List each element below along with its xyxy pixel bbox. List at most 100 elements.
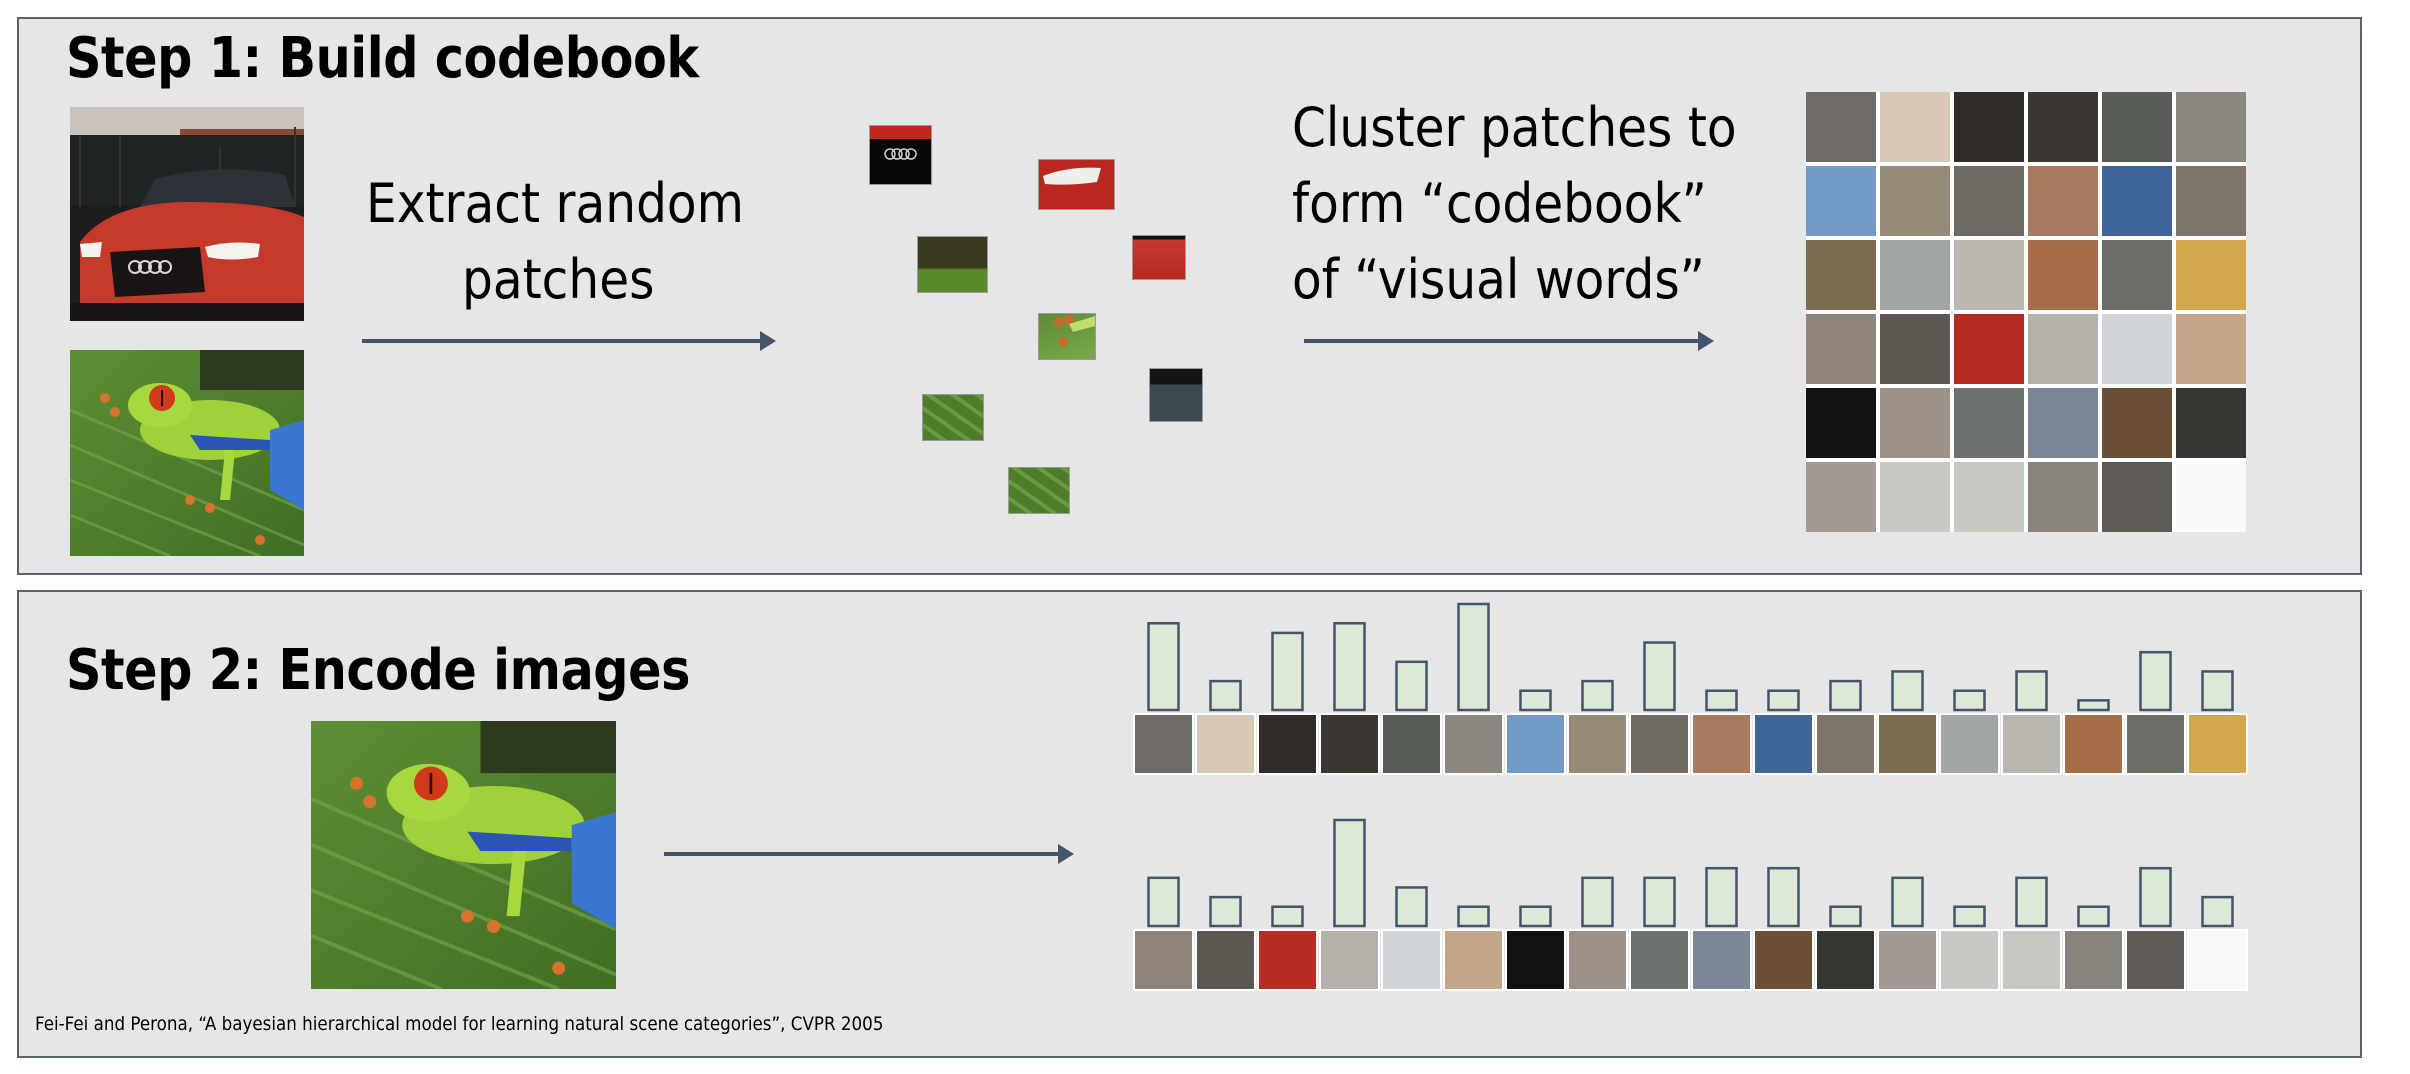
hist2-bar-4 xyxy=(1333,818,1366,928)
hist1-word-tile-2 xyxy=(1195,713,1256,775)
codebook-word-15 xyxy=(1954,240,2024,310)
hist2-bar-5 xyxy=(1395,886,1428,928)
extract-label-line2: patches xyxy=(462,248,655,311)
hist1-bar-17 xyxy=(2139,650,2172,712)
hist2-bar-15 xyxy=(2015,876,2048,928)
codebook-word-18 xyxy=(2176,240,2246,310)
codebook-word-35 xyxy=(2102,462,2172,532)
histogram-image-2 xyxy=(1133,818,2248,991)
hist1-word-tile-16 xyxy=(2063,713,2124,775)
car-windshield-patch xyxy=(1149,368,1203,422)
hist2-word-tile-18 xyxy=(2187,929,2248,991)
hist2-bar-10 xyxy=(1705,866,1738,928)
hist2-word-tile-1 xyxy=(1133,929,1194,991)
hist1-bar-5 xyxy=(1395,660,1428,712)
hist2-word-tile-17 xyxy=(2125,929,2186,991)
hist1-bar-11 xyxy=(1767,689,1800,712)
hist1-word-tile-12 xyxy=(1815,713,1876,775)
hist2-bar-9 xyxy=(1643,876,1676,928)
hist2-bar-14 xyxy=(1953,905,1986,928)
hist2-bar-12 xyxy=(1829,905,1862,928)
hist1-bar-4 xyxy=(1333,622,1366,712)
hist1-word-tile-9 xyxy=(1629,713,1690,775)
codebook-word-21 xyxy=(1954,314,2024,384)
frog-photo-encode xyxy=(311,721,616,989)
hist2-word-tile-10 xyxy=(1691,929,1752,991)
hist2-bar-17 xyxy=(2139,866,2172,928)
hist2-bar-1 xyxy=(1147,876,1180,928)
hist1-word-tile-13 xyxy=(1877,713,1938,775)
codebook-word-4 xyxy=(2028,92,2098,162)
codebook-word-16 xyxy=(2028,240,2098,310)
codebook-word-19 xyxy=(1806,314,1876,384)
step2-title: Step 2: Encode images xyxy=(66,638,691,703)
hist2-bar-3 xyxy=(1271,905,1304,928)
codebook-word-22 xyxy=(2028,314,2098,384)
codebook-word-34 xyxy=(2028,462,2098,532)
hist2-word-tile-14 xyxy=(1939,929,2000,991)
citation: Fei-Fei and Perona, “A bayesian hierarch… xyxy=(35,1013,884,1035)
hist1-word-tile-7 xyxy=(1505,713,1566,775)
car-grille-logo-patch xyxy=(869,125,932,185)
hist2-word-tile-5 xyxy=(1381,929,1442,991)
hist2-word-tile-7 xyxy=(1505,929,1566,991)
hist2-bar-8 xyxy=(1581,876,1614,928)
hist1-bar-3 xyxy=(1271,631,1304,712)
codebook-grid xyxy=(1806,92,2246,532)
hist2-bar-16 xyxy=(2077,905,2110,928)
codebook-word-26 xyxy=(1880,388,1950,458)
hist2-word-tile-4 xyxy=(1319,929,1380,991)
codebook-word-5 xyxy=(2102,92,2172,162)
codebook-word-23 xyxy=(2102,314,2172,384)
hist1-word-tile-3 xyxy=(1257,713,1318,775)
hist1-bar-14 xyxy=(1953,689,1986,712)
car-hood-patch xyxy=(1132,235,1186,280)
cluster-label-line1: Cluster patches to xyxy=(1292,96,1737,159)
hist2-bar-7 xyxy=(1519,905,1552,928)
codebook-word-8 xyxy=(1880,166,1950,236)
hist1-word-tile-5 xyxy=(1381,713,1442,775)
codebook-word-30 xyxy=(2176,388,2246,458)
cluster-arrow-icon xyxy=(1304,331,1714,351)
hist2-word-tile-8 xyxy=(1567,929,1628,991)
codebook-word-31 xyxy=(1806,462,1876,532)
hist1-word-tile-15 xyxy=(2001,713,2062,775)
leaf-patch-1 xyxy=(922,394,984,441)
codebook-word-27 xyxy=(1954,388,2024,458)
hist2-word-tile-16 xyxy=(2063,929,2124,991)
hist2-bar-18 xyxy=(2201,895,2234,928)
codebook-word-1 xyxy=(1806,92,1876,162)
hist1-bar-16 xyxy=(2077,699,2110,712)
frog-foot-patch xyxy=(1038,313,1096,360)
hist2-word-tile-12 xyxy=(1815,929,1876,991)
hist1-bar-9 xyxy=(1643,641,1676,712)
codebook-word-25 xyxy=(1806,388,1876,458)
hist1-bar-10 xyxy=(1705,689,1738,712)
hist1-bar-15 xyxy=(2015,670,2048,712)
codebook-word-7 xyxy=(1806,166,1876,236)
hist2-word-tile-6 xyxy=(1443,929,1504,991)
hist1-bar-12 xyxy=(1829,679,1862,712)
codebook-word-6 xyxy=(2176,92,2246,162)
hist2-word-tile-11 xyxy=(1753,929,1814,991)
hist1-bar-8 xyxy=(1581,679,1614,712)
codebook-word-12 xyxy=(2176,166,2246,236)
codebook-word-33 xyxy=(1954,462,2024,532)
extract-arrow-icon xyxy=(362,331,776,351)
hist1-bar-2 xyxy=(1209,679,1242,712)
hist2-bar-6 xyxy=(1457,905,1490,928)
car-headlight-patch xyxy=(1038,159,1115,210)
codebook-word-11 xyxy=(2102,166,2172,236)
histogram-image-1 xyxy=(1133,602,2248,775)
codebook-word-2 xyxy=(1880,92,1950,162)
codebook-word-14 xyxy=(1880,240,1950,310)
hist1-word-tile-1 xyxy=(1133,713,1194,775)
extract-label-line1: Extract random xyxy=(366,172,745,235)
codebook-word-9 xyxy=(1954,166,2024,236)
hist2-word-tile-9 xyxy=(1629,929,1690,991)
hist1-bar-7 xyxy=(1519,689,1552,712)
hist1-word-tile-17 xyxy=(2125,713,2186,775)
codebook-word-20 xyxy=(1880,314,1950,384)
hist2-bar-2 xyxy=(1209,895,1242,928)
hist2-word-tile-2 xyxy=(1195,929,1256,991)
